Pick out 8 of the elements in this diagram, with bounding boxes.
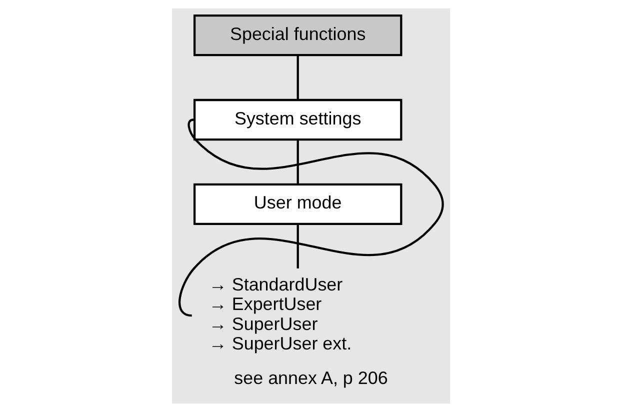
node-box: User mode (193, 183, 402, 226)
node-box: Special functions (193, 14, 402, 56)
node-text: → StandardUser → ExpertUser → SuperUser → SuperUser ext. (208, 274, 352, 354)
connector (296, 140, 299, 184)
caption: see annex A, p 206 (234, 368, 388, 388)
node-box: System settings (193, 98, 402, 141)
connector (296, 56, 299, 100)
connector (296, 224, 299, 268)
